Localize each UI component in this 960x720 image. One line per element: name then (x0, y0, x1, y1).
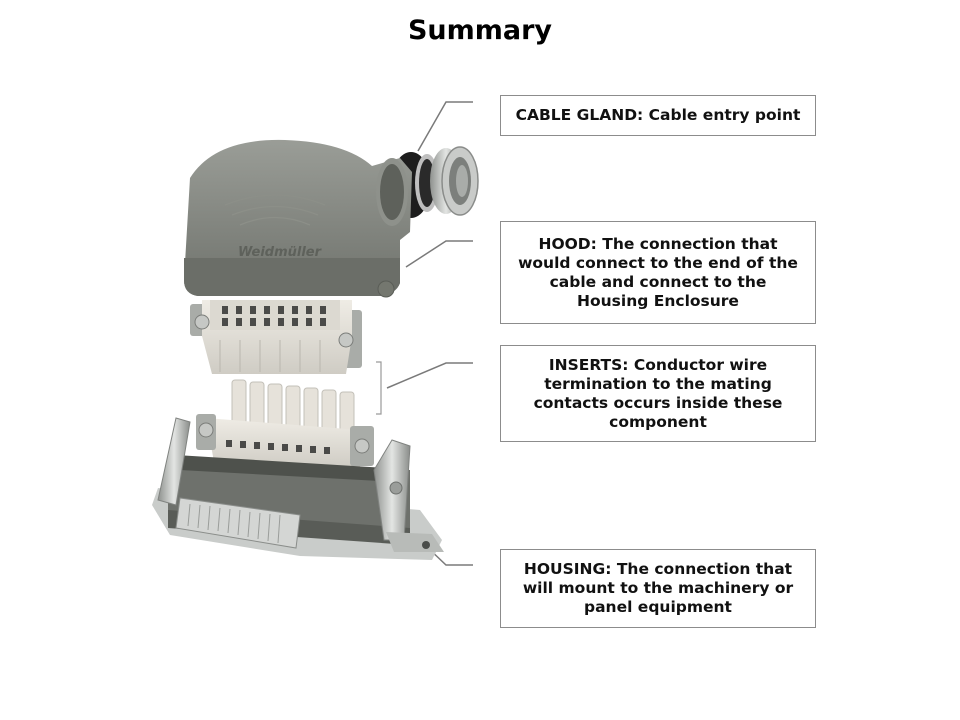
page-title: Summary (407, 15, 553, 46)
callout-housing: HOUSING: The connection that will mount … (500, 549, 816, 628)
housing-part (152, 417, 444, 560)
leader-inserts (386, 362, 473, 389)
upper-insert-part (190, 300, 362, 374)
leader-lines (386, 101, 473, 566)
callout-inserts-text: INSERTS: Conductor wire termination to t… (533, 355, 783, 431)
callout-hood-text: HOOD: The connection that would connect … (518, 234, 798, 310)
leader-hood (405, 240, 473, 268)
cable-gland-part (391, 146, 479, 218)
callout-inserts: INSERTS: Conductor wire termination to t… (500, 345, 816, 442)
inserts-bracket (376, 361, 382, 415)
callout-housing-text: HOUSING: The connection that will mount … (522, 560, 794, 616)
callout-cable-gland: CABLE GLAND: Cable entry point (500, 95, 816, 136)
callout-hood: HOOD: The connection that would connect … (500, 221, 816, 324)
leader-cable-gland (417, 101, 473, 152)
hood-part: Weidmüller (184, 139, 412, 298)
callout-cable-gland-text: CABLE GLAND: Cable entry point (515, 106, 801, 124)
lower-insert-part (196, 379, 374, 468)
hood-logo: Weidmüller (238, 245, 323, 260)
